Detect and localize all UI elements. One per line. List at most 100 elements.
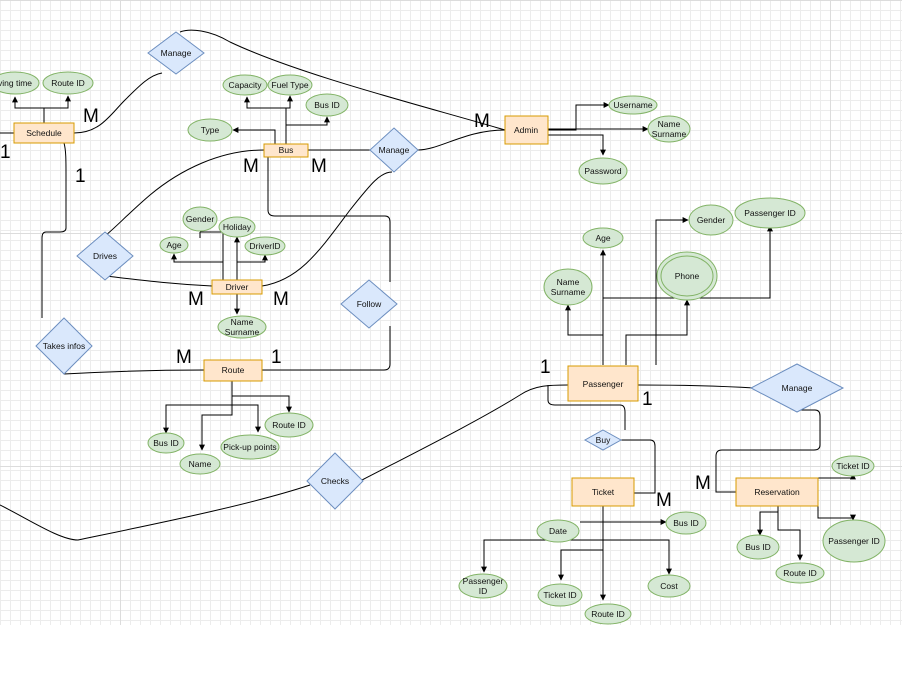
attr-driver-name[interactable] [217, 315, 267, 339]
card-sched-1-left: 1 [0, 142, 11, 163]
label-ticket-id: Ticket ID [543, 590, 576, 600]
label-ticket-routeid: Route ID [591, 609, 625, 619]
label-driver-name-2: Surname [225, 327, 260, 337]
attr-passenger-age[interactable] [582, 227, 624, 249]
label-driver-id: DriverID [249, 241, 280, 251]
entity-route[interactable] [203, 359, 263, 382]
attr-ticket-routeid[interactable] [584, 603, 632, 625]
entity-driver[interactable] [211, 279, 263, 295]
entity-schedule[interactable] [13, 122, 75, 144]
attr-bus-type[interactable] [187, 118, 233, 142]
label-drives: Drives [93, 251, 117, 261]
label-admin: Admin [514, 125, 538, 135]
attr-driver-holiday[interactable] [218, 216, 256, 238]
edge-ticket-cost [603, 539, 672, 575]
card-res-m: M [695, 473, 711, 494]
entities [13, 115, 819, 507]
label-passenger-name-2: Surname [551, 287, 586, 297]
label-admin-name-1: Name [658, 119, 681, 129]
card-driver-m-left: M [188, 289, 204, 310]
attributes [0, 71, 886, 625]
attr-admin-name[interactable] [647, 115, 691, 143]
label-bus-busid: Bus ID [314, 100, 340, 110]
rel-manage-bus[interactable] [369, 127, 419, 173]
label-schedule: Schedule [26, 128, 62, 138]
label-res-busid: Bus ID [745, 542, 771, 552]
card-bus-m-right: M [311, 156, 327, 177]
label-ticket: Ticket [592, 487, 615, 497]
attr-bus-fueltype[interactable] [267, 74, 313, 96]
rel-buy[interactable] [583, 429, 623, 451]
edge-res-pid [817, 506, 856, 521]
label-ticket-date: Date [549, 526, 567, 536]
attr-route-name[interactable] [179, 453, 221, 475]
attr-admin-password[interactable] [578, 157, 628, 185]
cardinalities: M 1 1 M M M M M M 1 1 1 M M [0, 106, 711, 511]
attr-driver-gender[interactable] [182, 206, 218, 232]
attr-ticket-cost[interactable] [647, 574, 691, 598]
label-driver: Driver [226, 282, 249, 292]
edge-bus-fueltype [286, 95, 293, 109]
rel-drives[interactable] [76, 231, 134, 281]
attr-res-ticketid[interactable] [831, 455, 875, 477]
label-ticket-pid-2: ID [479, 586, 488, 596]
attr-ticket-date[interactable] [536, 519, 580, 543]
attr-passenger-pid[interactable] [734, 197, 806, 229]
attr-passenger-phone[interactable] [656, 251, 718, 301]
card-sched-1-below: 1 [75, 166, 86, 187]
attr-route-pickup[interactable] [220, 434, 280, 460]
label-takes-infos: Takes infos [43, 341, 86, 351]
attr-schedule-routeid[interactable] [42, 71, 94, 95]
rel-manage-top[interactable] [147, 31, 205, 75]
attr-driver-id[interactable] [244, 236, 286, 256]
label-route: Route [222, 365, 245, 375]
attr-ticket-busid[interactable] [665, 511, 707, 535]
er-diagram: Schedule Bus Admin Driver Route Passenge… [0, 29, 886, 625]
edge-passenger-pid [603, 225, 773, 299]
attr-bus-busid[interactable] [305, 93, 349, 117]
rel-manage-res[interactable] [749, 363, 845, 413]
edge-bus-type [232, 127, 276, 144]
attr-ticket-id[interactable] [537, 583, 583, 607]
label-follow: Follow [357, 299, 382, 309]
card-admin-m: M [474, 111, 490, 132]
relationships [35, 31, 845, 510]
attr-schedule-time[interactable] [0, 71, 40, 95]
label-passenger-pid: Passenger ID [744, 208, 796, 218]
entity-passenger[interactable] [567, 365, 639, 402]
attr-route-busid[interactable] [147, 432, 185, 454]
rel-takes-infos[interactable] [35, 317, 93, 375]
edge-passenger-buy [547, 385, 626, 430]
edge-manage-reservation [715, 409, 821, 493]
attr-passenger-name[interactable] [543, 268, 593, 306]
label-res-pid: Passenger ID [828, 536, 880, 546]
attr-driver-age[interactable] [159, 236, 189, 254]
attr-admin-username[interactable] [608, 95, 658, 115]
attr-route-routeid[interactable] [264, 412, 314, 438]
label-checks: Checks [321, 476, 349, 486]
edge-driver-drives [105, 275, 213, 287]
attr-passenger-gender[interactable] [688, 204, 734, 236]
entity-bus[interactable] [263, 143, 309, 158]
attr-ticket-pid[interactable] [458, 573, 508, 599]
attr-res-pid[interactable] [822, 519, 886, 563]
edge-passenger-manage [637, 384, 755, 389]
label-driver-age: Age [166, 240, 181, 250]
edge-schedule-time [12, 96, 45, 123]
edge-bus-follow [267, 157, 391, 282]
rel-follow[interactable] [340, 279, 398, 329]
edge-route-busid [163, 380, 233, 434]
edge-manage-admin2 [417, 129, 506, 151]
entity-reservation[interactable] [735, 477, 819, 507]
entity-admin[interactable] [504, 115, 549, 145]
attr-res-busid[interactable] [736, 534, 780, 560]
card-ticket-m: M [656, 490, 672, 511]
edge-route-routeid [232, 395, 292, 413]
edge-admin-username [548, 102, 610, 131]
rel-checks[interactable] [306, 452, 364, 510]
attr-res-routeid[interactable] [775, 562, 825, 584]
card-bus-m-left: M [243, 156, 259, 177]
label-passenger-phone: Phone [675, 271, 700, 281]
attr-bus-capacity[interactable] [222, 74, 268, 96]
entity-ticket[interactable] [571, 477, 635, 507]
